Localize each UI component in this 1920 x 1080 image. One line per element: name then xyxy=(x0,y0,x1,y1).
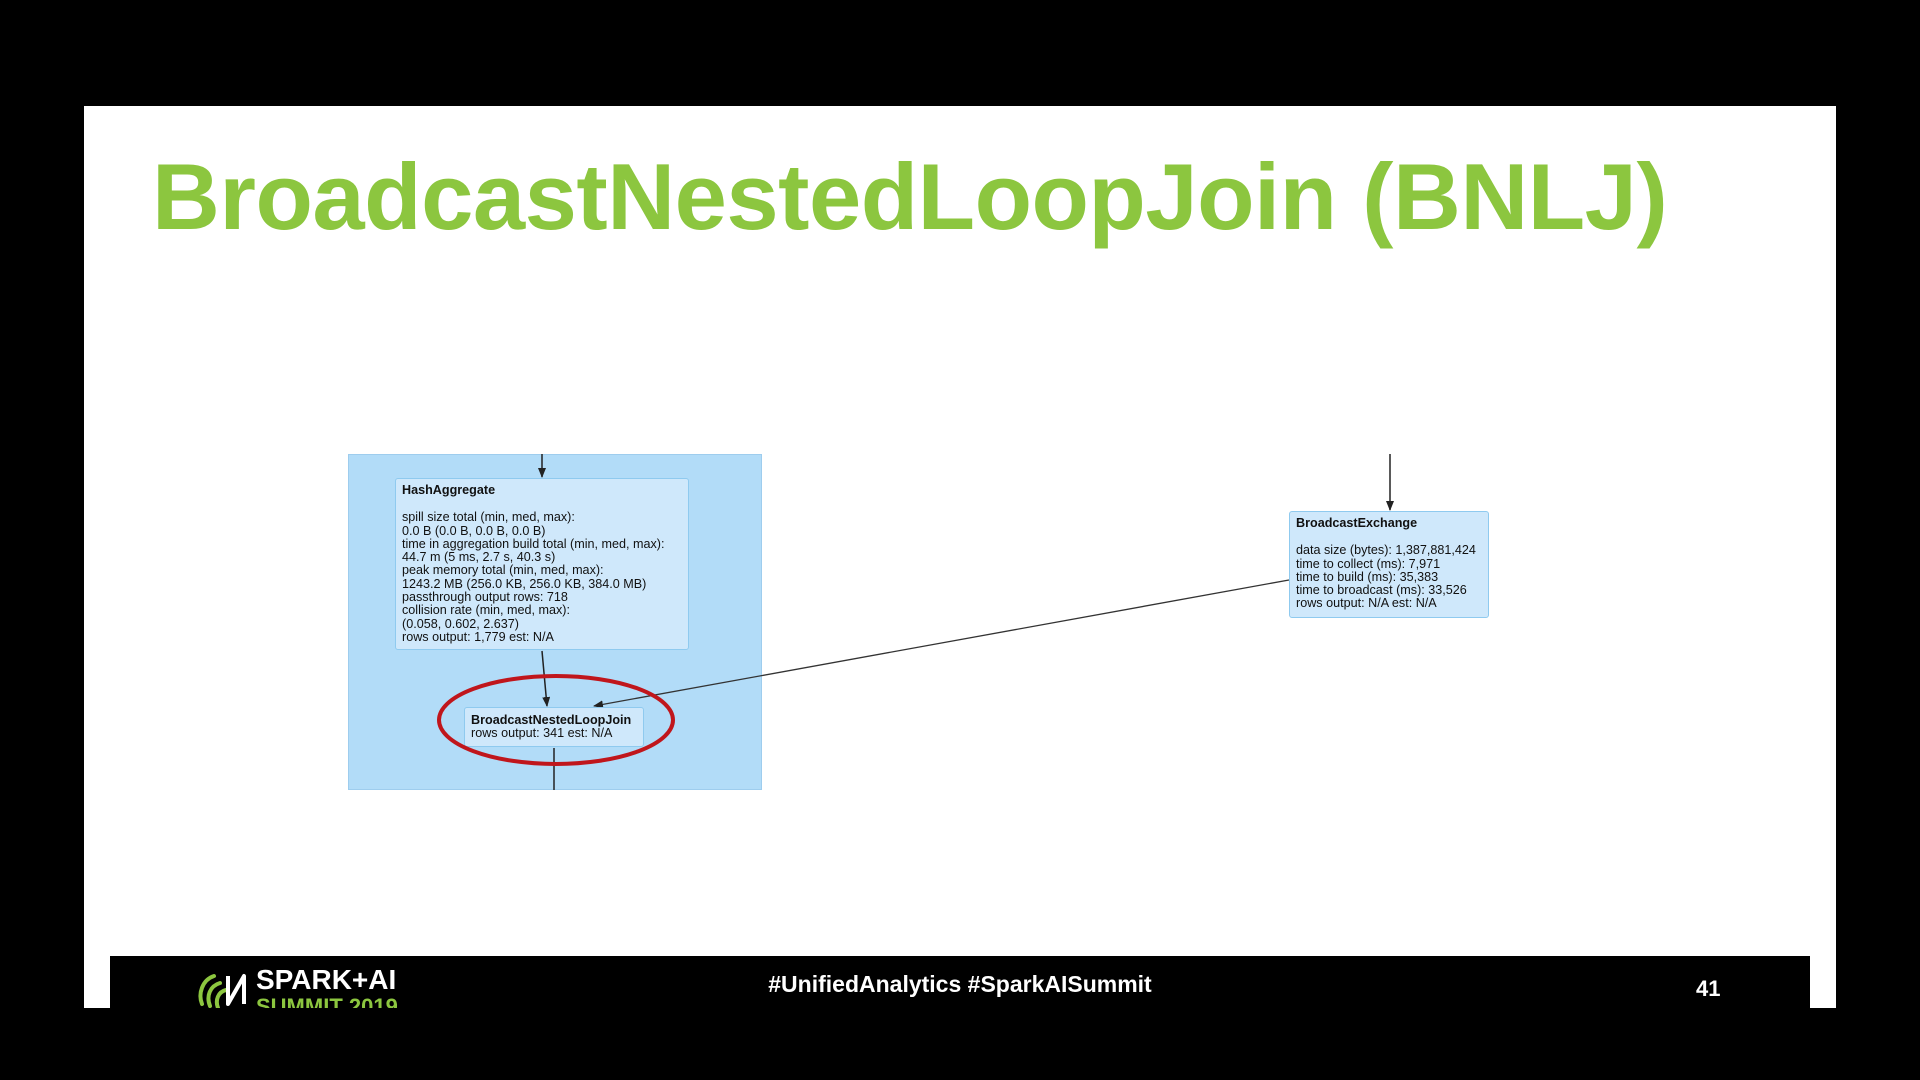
logo-text: SPARK+AI xyxy=(256,964,397,995)
slide: BroadcastNestedLoopJoin (BNLJ) HashAggre… xyxy=(84,106,1836,1008)
node-broadcast-exchange[interactable]: BroadcastExchange data size (bytes): 1,3… xyxy=(1289,511,1489,618)
spark-ai-summit-logo-icon xyxy=(198,974,246,1008)
footer-hashtags: #UnifiedAnalytics #SparkAISummit xyxy=(768,971,1152,997)
node-hash-aggregate[interactable]: HashAggregate spill size total (min, med… xyxy=(395,478,689,650)
node-hash-aggregate-title: HashAggregate xyxy=(402,483,496,497)
node-hash-aggregate-metrics: spill size total (min, med, max): 0.0 B … xyxy=(402,510,665,644)
slide-title: BroadcastNestedLoopJoin (BNLJ) xyxy=(152,144,1668,249)
node-broadcast-exchange-title: BroadcastExchange xyxy=(1296,516,1418,530)
page-number: 41 xyxy=(1696,976,1721,1001)
node-broadcast-nested-loop-join[interactable]: BroadcastNestedLoopJoin rows output: 341… xyxy=(464,707,644,747)
node-bnlj-title: BroadcastNestedLoopJoin xyxy=(471,713,632,727)
logo-subtext: SUMMIT 2019 xyxy=(256,994,398,1009)
edge-hash-aggregate-to-bnlj xyxy=(541,650,551,707)
node-broadcast-exchange-metrics: data size (bytes): 1,387,881,424 time to… xyxy=(1296,543,1476,611)
footer-bar: SPARK+AI SUMMIT 2019 #UnifiedAnalytics #… xyxy=(110,956,1810,1008)
node-bnlj-metrics: rows output: 341 est: N/A xyxy=(471,726,613,741)
edge-broadcast-exchange-to-bnlj xyxy=(593,579,1290,709)
diagram-edges xyxy=(538,454,1394,790)
